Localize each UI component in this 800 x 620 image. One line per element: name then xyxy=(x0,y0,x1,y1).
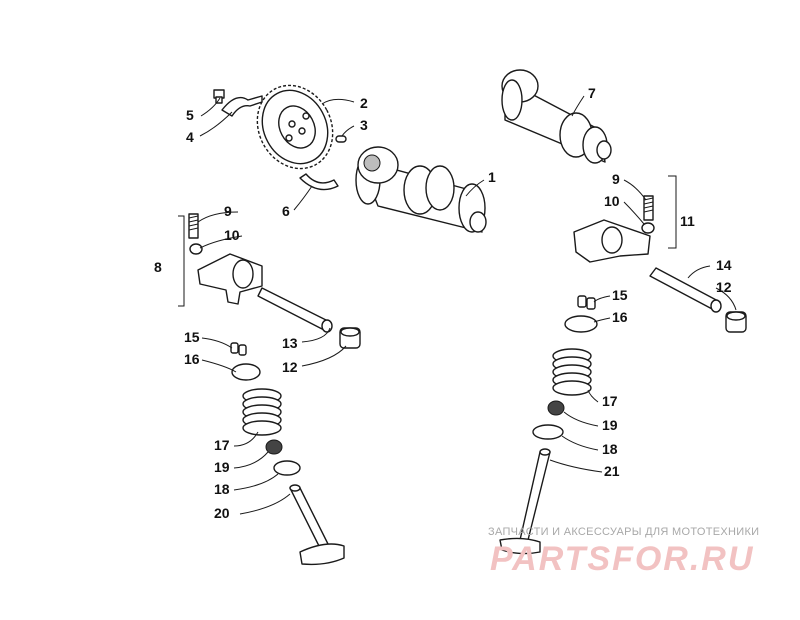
callout-10-left: 10 xyxy=(224,227,240,243)
bushing-right xyxy=(725,311,747,333)
callout-21: 21 xyxy=(604,463,620,479)
spring-retainer-right xyxy=(564,315,598,333)
camshaft-secondary xyxy=(501,69,612,164)
adjuster-screw-left xyxy=(188,213,199,239)
callout-4: 4 xyxy=(186,129,194,145)
valve-keepers-left xyxy=(230,342,247,356)
valve-keepers-right xyxy=(577,295,596,310)
callout-19-right: 19 xyxy=(602,417,618,433)
callout-12-left: 12 xyxy=(282,359,298,375)
callout-7: 7 xyxy=(588,85,596,101)
callout-19-left: 19 xyxy=(214,459,230,475)
callout-10-right: 10 xyxy=(604,193,620,209)
callout-17-left: 17 xyxy=(214,437,230,453)
valve-stem-seal-left xyxy=(265,439,283,455)
callout-16-right: 16 xyxy=(612,309,628,325)
callout-labels: 1 2 3 4 5 6 7 8 9 10 9 10 11 12 13 14 12… xyxy=(154,85,732,521)
camshaft-gear xyxy=(256,84,334,170)
rocker-arm-left xyxy=(197,253,263,305)
thrust-plate xyxy=(299,173,339,191)
callout-2: 2 xyxy=(360,95,368,111)
spring-seat-left xyxy=(273,460,301,476)
lock-nut-left xyxy=(189,243,203,255)
callout-20: 20 xyxy=(214,505,230,521)
callout-13: 13 xyxy=(282,335,298,351)
rocker-shaft-left xyxy=(257,287,333,333)
callout-16-left: 16 xyxy=(184,351,200,367)
callout-6: 6 xyxy=(282,203,290,219)
callout-15-left: 15 xyxy=(184,329,200,345)
callout-12-right: 12 xyxy=(716,279,732,295)
camshaft xyxy=(355,146,487,233)
valve-right xyxy=(499,448,551,555)
callout-11: 11 xyxy=(680,213,695,229)
valve-stem-seal-right xyxy=(547,400,565,416)
spring-seat-right xyxy=(532,424,564,440)
retainer-bolt xyxy=(213,89,225,104)
watermark-tagline: ЗАПЧАСТИ И АКСЕССУАРЫ ДЛЯ МОТОТЕХНИКИ xyxy=(488,526,760,538)
callout-17-right: 17 xyxy=(602,393,618,409)
bushing-left xyxy=(339,327,361,349)
rocker-shaft-right xyxy=(649,267,722,313)
adjuster-screw-right xyxy=(643,195,654,221)
callout-8: 8 xyxy=(154,259,162,275)
rocker-arm-right xyxy=(573,219,651,263)
valve-spring-right xyxy=(552,348,592,396)
spring-retainer-left xyxy=(231,363,261,381)
callout-9-left: 9 xyxy=(224,203,232,219)
watermark-logo: PARTSFOR.RU xyxy=(490,540,755,578)
callout-15-right: 15 xyxy=(612,287,628,303)
valve-spring-left xyxy=(242,388,282,436)
valve-left xyxy=(289,484,345,566)
lock-nut-right xyxy=(641,222,655,234)
callout-5: 5 xyxy=(186,107,194,123)
callout-3: 3 xyxy=(360,117,368,133)
callout-18-left: 18 xyxy=(214,481,230,497)
callout-18-right: 18 xyxy=(602,441,618,457)
callout-9-right: 9 xyxy=(612,171,620,187)
callout-14: 14 xyxy=(716,257,732,273)
leader-lines xyxy=(197,95,737,515)
callout-1: 1 xyxy=(488,169,496,185)
retainer-bracket xyxy=(221,95,263,117)
camshaft-pin xyxy=(335,135,347,143)
